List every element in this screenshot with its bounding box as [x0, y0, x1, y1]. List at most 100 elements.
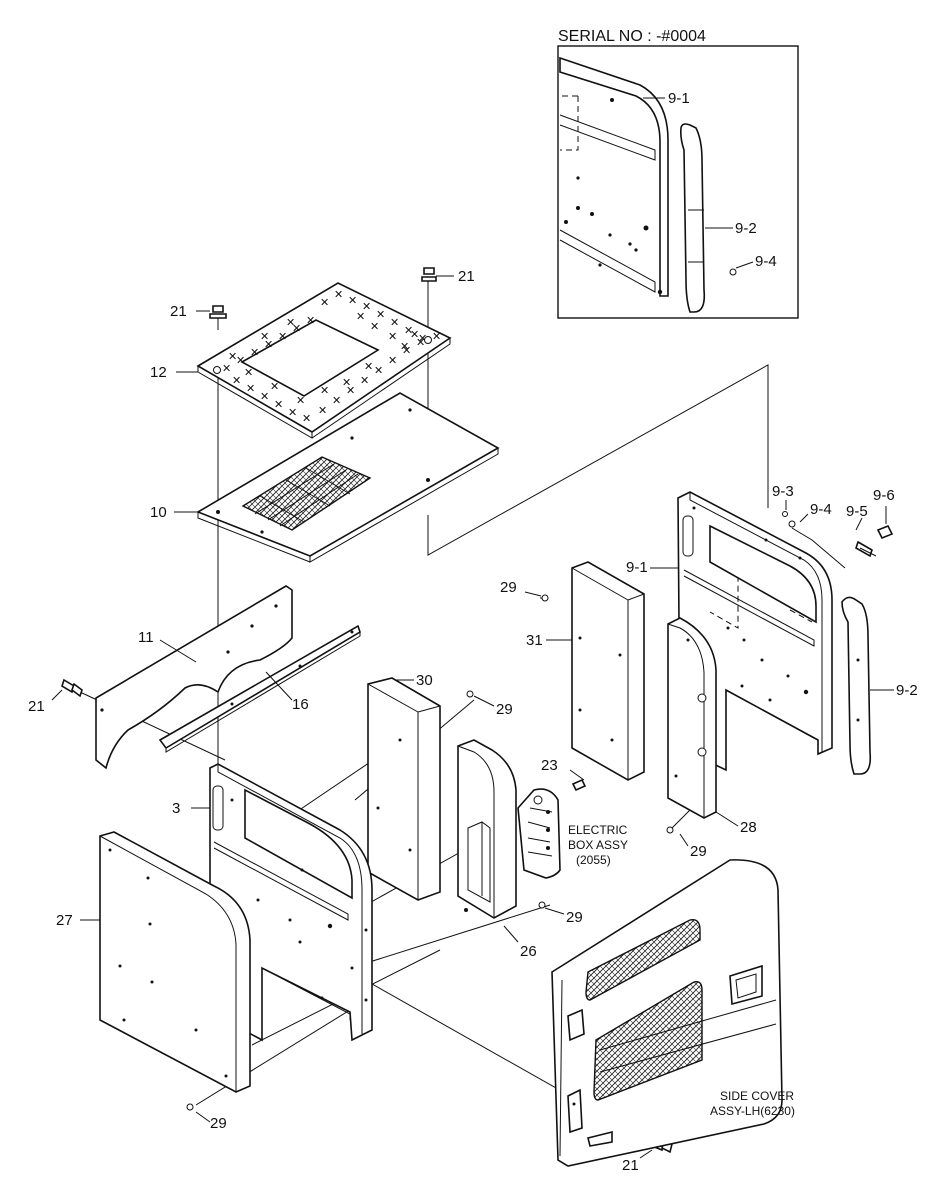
callout-27: 27	[56, 912, 73, 929]
svg-text:✕: ✕	[260, 331, 269, 343]
svg-text:✕: ✕	[232, 375, 241, 387]
svg-text:✕: ✕	[416, 337, 425, 349]
svg-text:✕: ✕	[320, 297, 329, 309]
svg-text:✕: ✕	[288, 407, 297, 419]
svg-text:✕: ✕	[278, 331, 287, 343]
svg-text:✕: ✕	[250, 347, 259, 359]
callout-21-top-right: 21	[458, 268, 475, 285]
svg-text:✕: ✕	[388, 355, 397, 367]
electric-box	[517, 778, 587, 879]
svg-text:✕: ✕	[274, 399, 283, 411]
svg-text:✕: ✕	[410, 329, 419, 341]
callout-leaders	[51, 275, 894, 1159]
svg-text:✕: ✕	[374, 365, 383, 377]
callout-29-e: 29	[210, 1115, 227, 1132]
svg-text:✕: ✕	[228, 351, 237, 363]
part-10-floor-plate	[196, 392, 500, 563]
svg-text:✕: ✕	[390, 317, 399, 329]
callout-21-bottom: 21	[622, 1157, 639, 1174]
svg-text:✕: ✕	[360, 375, 369, 387]
inset-fastener-9-4	[729, 268, 737, 276]
callout-10: 10	[150, 504, 167, 521]
serial-label-9-4: 9-4	[755, 253, 777, 270]
callout-9-1: 9-1	[626, 559, 648, 576]
svg-text:✕: ✕	[370, 321, 379, 333]
svg-text:✕: ✕	[388, 331, 397, 343]
electric-box-note-line-2: BOX ASSY	[568, 838, 628, 852]
callout-11: 11	[138, 629, 154, 646]
part-26-frame	[457, 739, 517, 919]
svg-text:✕: ✕	[320, 385, 329, 397]
part-31-panel	[571, 561, 645, 781]
bolt-21-top-right	[421, 267, 437, 290]
svg-text:✕: ✕	[246, 383, 255, 395]
side-cover-note: SIDE COVER ASSY-LH(6230)	[710, 1089, 795, 1118]
part-11-bracket	[95, 585, 293, 770]
svg-text:✕: ✕	[404, 325, 413, 337]
svg-text:✕: ✕	[222, 363, 231, 375]
inset-panel-9-1	[559, 56, 669, 297]
callout-3: 3	[172, 800, 180, 817]
svg-text:✕: ✕	[244, 367, 253, 379]
svg-text:✕: ✕	[342, 377, 351, 389]
side-cover-note-line-2: ASSY-LH(6230)	[710, 1104, 795, 1118]
electric-box-note: ELECTRIC BOX ASSY (2055)	[568, 823, 628, 867]
callout-29-a: 29	[496, 701, 513, 718]
small-fasteners-9-3-9-6	[782, 511, 894, 569]
electric-box-note-line-3: (2055)	[576, 853, 611, 867]
serial-label-9-2: 9-2	[735, 220, 757, 237]
electric-box-note-line-1: ELECTRIC	[568, 823, 628, 837]
svg-text:✕: ✕	[286, 317, 295, 329]
serial-frame	[557, 45, 799, 319]
callout-29-d: 29	[566, 909, 583, 926]
callout-30: 30	[416, 672, 433, 689]
svg-text:✕: ✕	[362, 301, 371, 313]
serial-inset: SERIAL NO : -#0004 9-1	[557, 28, 799, 319]
callout-16: 16	[292, 696, 309, 713]
svg-text:✕: ✕	[376, 309, 385, 321]
callout-12: 12	[150, 364, 167, 381]
svg-text:✕: ✕	[302, 413, 311, 425]
callout-9-6: 9-6	[873, 487, 895, 504]
svg-text:✕: ✕	[236, 355, 245, 367]
caps-29	[186, 594, 674, 1111]
svg-text:✕: ✕	[402, 345, 411, 357]
bolt-21-top-left	[209, 305, 227, 330]
svg-text:✕: ✕	[418, 333, 427, 345]
bolt-21-left	[61, 678, 83, 698]
inset-seal-9-2	[680, 123, 706, 313]
serial-label-9-1: 9-1	[668, 90, 690, 107]
callout-26: 26	[520, 943, 537, 960]
part-28-panel	[667, 617, 717, 819]
part-12-top-plate: ✕✕✕✕ ✕✕✕✕ ✕✕✕✕ ✕✕✕✕ ✕✕✕✕ ✕✕✕✕ ✕✕✕✕ ✕✕✕✕ …	[196, 282, 452, 439]
callout-28: 28	[740, 819, 757, 836]
callout-23: 23	[541, 757, 558, 774]
svg-text:✕: ✕	[292, 323, 301, 335]
callout-31: 31	[526, 632, 543, 649]
part-9-2-seal	[841, 596, 872, 775]
svg-text:✕: ✕	[332, 395, 341, 407]
callout-29-c: 29	[690, 843, 707, 860]
part-16-angle-strip	[158, 624, 361, 753]
svg-text:✕: ✕	[334, 289, 343, 301]
side-cover-note-line-1: SIDE COVER	[720, 1089, 794, 1103]
part-30-panel	[367, 677, 441, 901]
svg-text:✕: ✕	[318, 405, 327, 417]
callout-21-top-left: 21	[170, 303, 187, 320]
svg-text:✕: ✕	[346, 385, 355, 397]
svg-text:✕: ✕	[306, 315, 315, 327]
part-27-side-panel	[99, 831, 251, 1093]
svg-text:✕: ✕	[264, 339, 273, 351]
svg-text:✕: ✕	[400, 341, 409, 353]
svg-text:✕: ✕	[260, 391, 269, 403]
callout-29-b: 29	[500, 579, 517, 596]
serial-title: SERIAL NO : -#0004	[558, 28, 706, 45]
side-cover-assy	[551, 859, 783, 1167]
svg-text:✕: ✕	[364, 361, 373, 373]
svg-text:✕: ✕	[296, 395, 305, 407]
callout-21-left: 21	[28, 698, 45, 715]
svg-text:✕: ✕	[270, 381, 279, 393]
svg-text:✕: ✕	[356, 311, 365, 323]
callout-9-2: 9-2	[896, 682, 918, 699]
